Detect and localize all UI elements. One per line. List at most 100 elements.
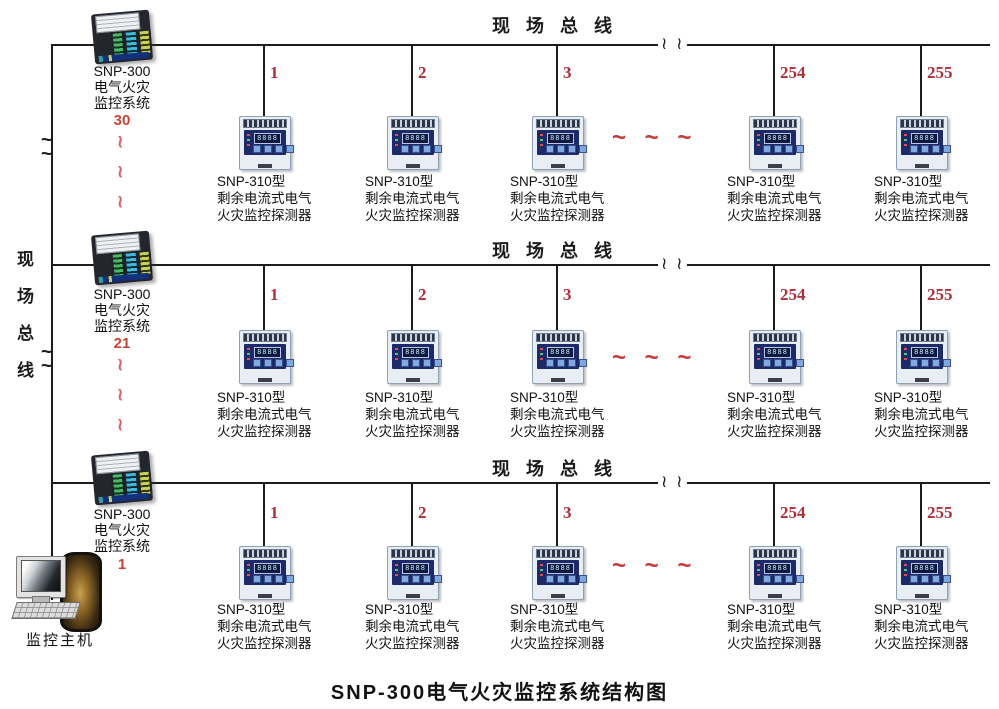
detector-line2: 剩余电流式电气: [510, 619, 605, 634]
address-ellipsis-icon: ≀: [117, 192, 124, 211]
detector-address: 3: [563, 63, 572, 82]
snp310-device-image: 8888: [532, 116, 587, 170]
drop-line: [920, 482, 922, 546]
detector-label: SNP-310型 剩余电流式电气 火灾监控探测器: [217, 601, 341, 652]
terminal-strip: [536, 119, 580, 128]
controller-line3: 监控系统: [94, 318, 150, 334]
detector-address: 255: [927, 285, 953, 304]
drop-line: [556, 264, 558, 330]
device-buttons: [401, 359, 442, 367]
din-clip: [915, 378, 929, 382]
main-bus-label-char: 线: [17, 361, 34, 380]
detector-line2: 剩余电流式电气: [217, 407, 312, 422]
device-base: [98, 492, 149, 504]
device-front-panel: 8888: [392, 560, 442, 585]
din-clip: [915, 594, 929, 598]
field-bus-line-row3: [51, 482, 990, 484]
drop-line: [773, 264, 775, 330]
detector-model: SNP-310型: [217, 602, 286, 617]
snp300-device-image: [90, 230, 154, 286]
detector-address: 3: [563, 285, 572, 304]
detector-model: SNP-310型: [365, 174, 434, 189]
detector-model: SNP-310型: [510, 174, 579, 189]
din-clip: [915, 164, 929, 168]
terminal-strip: [243, 119, 287, 128]
detector-line3: 火灾监控探测器: [217, 424, 312, 439]
detector-model: SNP-310型: [365, 602, 434, 617]
terminal-strip: [753, 549, 797, 558]
snp310-device-image: 8888: [532, 330, 587, 384]
device-display: 8888: [547, 563, 574, 574]
detector-label: SNP-310型 剩余电流式电气 火灾监控探测器: [510, 173, 634, 224]
device-display: 8888: [911, 133, 938, 144]
detector-label: SNP-310型 剩余电流式电气 火灾监控探测器: [874, 389, 998, 440]
drop-line: [411, 264, 413, 330]
led-indicators: [904, 348, 907, 362]
detector-line2: 剩余电流式电气: [217, 191, 312, 206]
detector-label: SNP-310型 剩余电流式电气 火灾监控探测器: [874, 173, 998, 224]
detector-line3: 火灾监控探测器: [365, 636, 460, 651]
terminal-strip: [243, 549, 287, 558]
detector-address: 254: [780, 63, 806, 82]
device-buttons: [253, 575, 294, 583]
detector-label: SNP-310型 剩余电流式电气 火灾监控探测器: [727, 389, 851, 440]
detector-line2: 剩余电流式电气: [365, 619, 460, 634]
controller-model: SNP-300: [93, 286, 151, 302]
led-indicators: [247, 348, 250, 362]
detector-model: SNP-310型: [727, 602, 796, 617]
drop-line: [773, 44, 775, 116]
terminal-strip: [243, 333, 287, 342]
led-indicators: [540, 564, 543, 578]
detector-line2: 剩余电流式电气: [874, 191, 969, 206]
detector-line3: 火灾监控探测器: [510, 636, 605, 651]
terminal-strip: [753, 119, 797, 128]
terminal-strip: [391, 333, 435, 342]
din-clip: [258, 378, 272, 382]
bus-label-row3: 现场总线: [492, 459, 628, 479]
detector-line2: 剩余电流式电气: [727, 619, 822, 634]
din-clip: [768, 594, 782, 598]
detector-address: 255: [927, 63, 953, 82]
device-front-panel: 8888: [392, 130, 442, 155]
controller-model: SNP-300: [93, 63, 151, 79]
detector-label: SNP-310型 剩余电流式电气 火灾监控探测器: [727, 601, 851, 652]
device-display: 8888: [402, 563, 429, 574]
field-bus-line-row2: [51, 264, 990, 266]
device-display: 8888: [547, 347, 574, 358]
snp300-device-image: [90, 450, 154, 506]
device-front-panel: 8888: [901, 560, 951, 585]
drop-line: [920, 264, 922, 330]
drop-line: [773, 482, 775, 546]
snp310-device-image: 8888: [387, 330, 442, 384]
detector-address: 2: [418, 63, 427, 82]
detector-model: SNP-310型: [874, 602, 943, 617]
detector-line3: 火灾监控探测器: [874, 636, 969, 651]
detector-line3: 火灾监控探测器: [874, 208, 969, 223]
detector-ellipsis: ~ ~ ~: [612, 552, 694, 579]
din-clip: [551, 378, 565, 382]
detector-address: 1: [270, 63, 279, 82]
controller-address: 21: [113, 335, 131, 352]
detector-line3: 火灾监控探测器: [510, 424, 605, 439]
controller-line2: 电气火灾: [94, 522, 150, 538]
detector-address: 254: [780, 285, 806, 304]
main-field-bus-line: [51, 44, 53, 600]
detector-address: 2: [418, 285, 427, 304]
terminal-strip: [900, 549, 944, 558]
snp310-device-image: 8888: [749, 330, 804, 384]
terminal-strip: [536, 333, 580, 342]
snp310-device-image: 8888: [749, 116, 804, 170]
wire-break-icon: ~: [41, 356, 53, 377]
device-buttons: [763, 359, 804, 367]
detector-address: 1: [270, 285, 279, 304]
controller-line3: 监控系统: [94, 538, 150, 554]
host-tower: [60, 552, 102, 632]
detector-line2: 剩余电流式电气: [510, 191, 605, 206]
din-clip: [551, 164, 565, 168]
detector-label: SNP-310型 剩余电流式电气 火灾监控探测器: [727, 173, 851, 224]
device-buttons: [253, 145, 294, 153]
din-clip: [258, 164, 272, 168]
drop-line: [263, 44, 265, 116]
detector-line2: 剩余电流式电气: [874, 619, 969, 634]
